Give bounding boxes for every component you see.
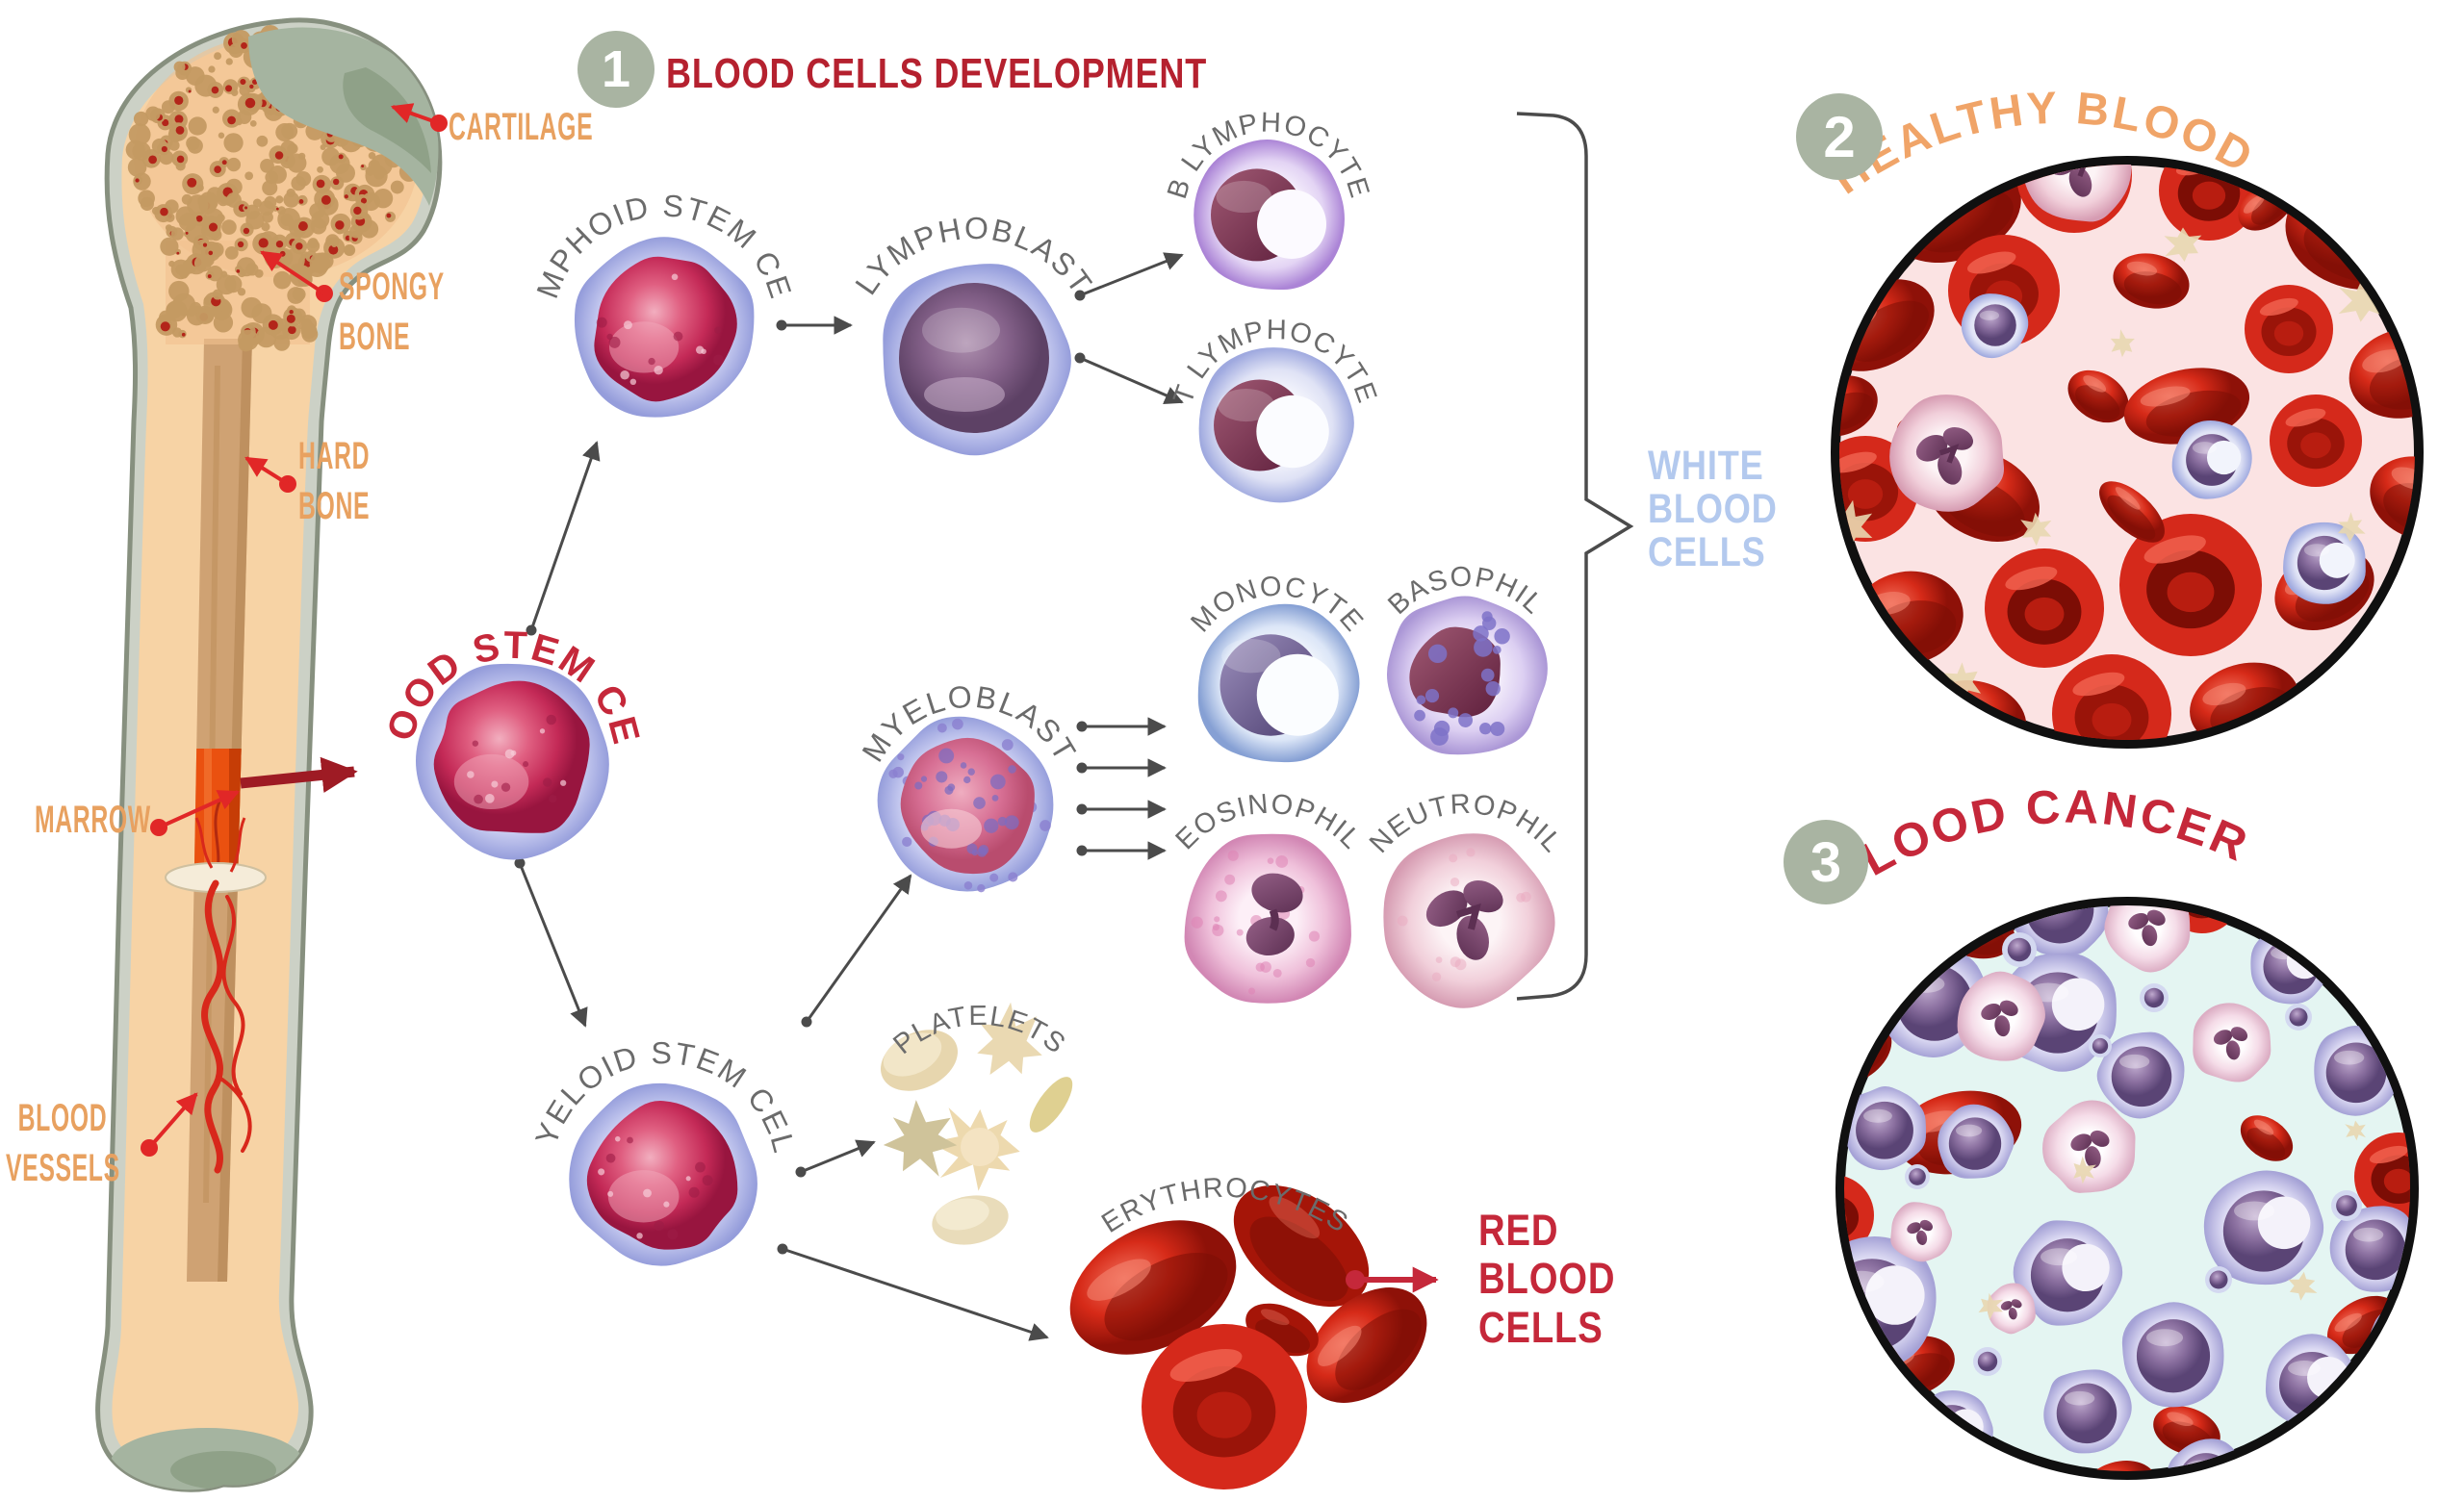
platelet — [2337, 512, 2366, 542]
erythrocyte — [1306, 1287, 1427, 1403]
erythrocyte — [2119, 514, 2262, 656]
erythrocyte — [1985, 548, 2104, 668]
flow-arrows — [514, 252, 1184, 1341]
small-cell — [2331, 1190, 2362, 1221]
lymphocyte-cell — [1961, 293, 2029, 359]
granulocyte-cell — [1890, 1202, 1953, 1262]
t-lymphocyte — [1198, 347, 1354, 503]
marrow-to-stem-arrow — [240, 756, 358, 794]
lymphocyte-cell — [2283, 522, 2366, 604]
platelet — [2020, 512, 2052, 547]
bone-illustration — [95, 17, 443, 1492]
platelet — [1839, 499, 1873, 552]
erythrocyte — [2113, 253, 2190, 309]
platelet — [2338, 271, 2385, 322]
healthy-blood-view — [1831, 156, 2424, 749]
platelet — [2073, 1156, 2096, 1184]
blood-cancer-view — [1835, 897, 2419, 1480]
neutrophil-cell — [1889, 395, 2005, 512]
granulocyte-cell — [2042, 1100, 2136, 1193]
granulocyte-cell — [2104, 905, 2191, 973]
platelet — [1866, 946, 1901, 987]
blood-cancer-title: BLOOD CANCER — [1819, 781, 2257, 906]
myeloid-stem-cell — [569, 1082, 757, 1266]
platelet — [1943, 662, 1982, 704]
blast-cell — [2203, 1170, 2324, 1286]
small-cell — [2089, 1034, 2112, 1057]
erythrocyte — [1142, 1324, 1307, 1489]
lymphoblast — [883, 264, 1071, 456]
erythrocyte — [2259, 1453, 2332, 1471]
platelet — [2288, 1271, 2318, 1301]
erythrocyte — [2354, 1133, 2410, 1221]
platelets-group — [881, 1002, 1073, 1245]
platelet — [2110, 329, 2135, 358]
blast-cell — [2368, 1305, 2410, 1378]
bone-label-arrows — [141, 103, 448, 1157]
erythrocyte — [2240, 1115, 2294, 1161]
hard-bone-label: HARD BONE — [298, 435, 371, 527]
lymphocyte-cell — [2171, 420, 2252, 499]
blood-vessels-illustration — [194, 817, 252, 1174]
myeloblast — [877, 716, 1054, 893]
erythrocyte — [1233, 1184, 1370, 1308]
erythrocyte — [2393, 1373, 2410, 1442]
eosinophil — [1184, 833, 1351, 1004]
blast-cell — [2096, 1031, 2185, 1119]
section-3-badge: 3 — [1784, 820, 1868, 904]
blast-cell — [2013, 1220, 2123, 1326]
granulocyte-cell — [1957, 971, 2045, 1061]
platelet — [2164, 227, 2202, 262]
small-cell — [2002, 932, 2037, 967]
small-cell — [2205, 1266, 2232, 1293]
erythrocytes-group — [1069, 1184, 1427, 1489]
platelet — [2382, 936, 2410, 975]
erythrocyte — [2375, 984, 2410, 1061]
blast-cell — [1938, 1104, 2015, 1179]
blood-cancer-title: BLOOD CANCER — [1819, 781, 2254, 906]
blood-stem-cell — [415, 663, 609, 860]
section-2-badge: 2 — [1796, 93, 1883, 180]
basophil — [1386, 596, 1548, 755]
small-cell — [2285, 1004, 2312, 1031]
red-blood-cells-label: RED BLOOD CELLS — [1478, 1206, 1616, 1352]
lymphoid-stem-cell — [574, 237, 755, 418]
blast-cell — [2043, 1369, 2132, 1454]
small-cell — [1973, 1347, 2002, 1376]
platelet — [1878, 174, 1923, 217]
platelet — [2253, 737, 2291, 740]
erythrocyte — [2099, 481, 2165, 543]
platelet — [977, 1002, 1042, 1075]
blood-vessels-label: BLOOD VESSELS — [6, 1097, 120, 1189]
small-cell — [1905, 1164, 1930, 1189]
erythrocyte — [2245, 285, 2333, 373]
small-cell — [2140, 983, 2169, 1012]
monocyte — [1197, 603, 1360, 763]
spongy-bone-label: SPONGY BONE — [339, 266, 445, 358]
erythrocyte — [2067, 369, 2129, 423]
b-lymphocyte — [1194, 140, 1345, 291]
platelet — [883, 1100, 958, 1177]
blast-cell — [1844, 1085, 1926, 1171]
granulocyte-cell — [2193, 1003, 2272, 1082]
white-blood-cells-label: WHITE BLOOD CELLS — [1648, 443, 1778, 576]
platelet — [2395, 713, 2415, 740]
page-title: BLOOD CELLS DEVELOPMENT — [666, 50, 1208, 97]
white-blood-cells-bracket — [1516, 112, 1634, 1001]
platelet — [1978, 1292, 2004, 1320]
erythrocyte — [1069, 1220, 1237, 1355]
platelet — [2345, 1120, 2366, 1141]
blast-cell — [2329, 1206, 2410, 1292]
section-1-badge: 1 — [578, 31, 654, 108]
marrow-label: MARROW — [35, 799, 151, 841]
erythrocyte — [2370, 456, 2415, 541]
granulocyte-cell — [1987, 1283, 2036, 1335]
blast-cell — [2121, 1302, 2224, 1408]
neutrophil — [1383, 833, 1555, 1008]
erythrocyte — [2386, 570, 2415, 658]
erythrocyte — [2052, 654, 2171, 740]
erythrocyte — [2270, 395, 2362, 487]
cartilage-label: CARTILAGE — [449, 106, 594, 148]
